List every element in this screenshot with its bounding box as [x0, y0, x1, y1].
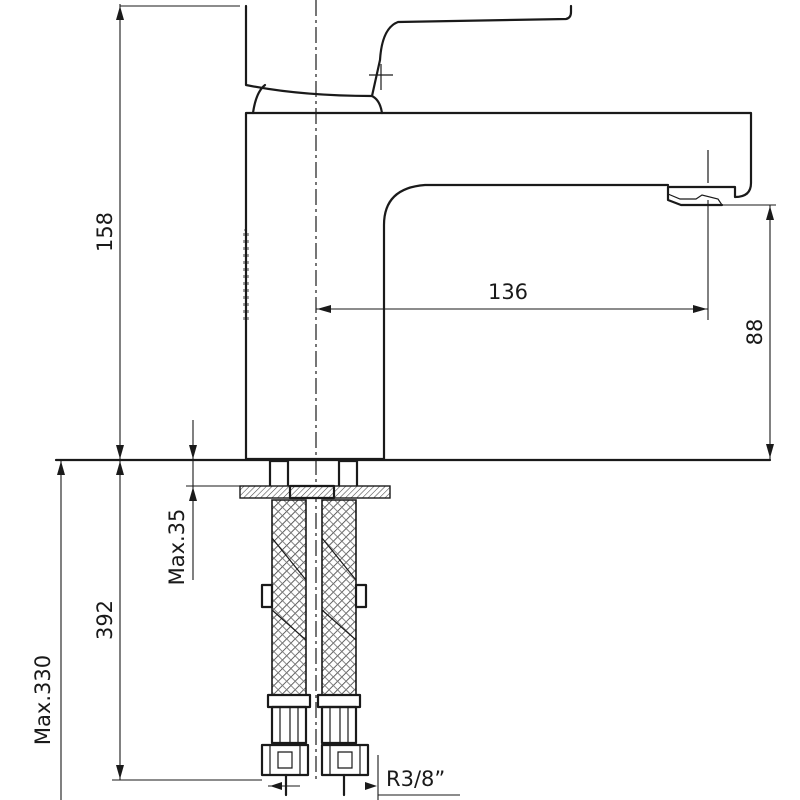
dim-label-88: 88: [743, 319, 767, 346]
dim-label-392: 392: [93, 600, 117, 640]
dimension-136: 136: [316, 200, 709, 320]
fitting-flats-right: [329, 707, 349, 743]
fitting-collar-left: [266, 693, 312, 709]
connector-thread-right: [329, 745, 361, 775]
connector-left: [260, 743, 310, 777]
dim-label-158: 158: [93, 212, 117, 252]
fitting-nut-right: [320, 705, 358, 745]
lever-base: [251, 83, 384, 115]
dim-label-max35: Max.35: [165, 509, 189, 586]
connector-right: [320, 743, 370, 777]
dim-label-136: 136: [488, 280, 528, 304]
dimension-88: 88: [722, 204, 776, 459]
hose-band-left: [271, 537, 307, 641]
hose-clamp-right: [354, 583, 368, 609]
fitting-flats-left: [279, 707, 299, 743]
dimension-thread: R3/8”: [268, 755, 460, 800]
dim-label-thread: R3/8”: [386, 767, 445, 791]
body-hidden-edge: [243, 229, 249, 321]
aerator: [667, 150, 723, 206]
dimension-392: 392: [93, 460, 262, 781]
dimension-max330: Max.330: [31, 460, 65, 800]
hose-right: [321, 499, 357, 696]
body-outline: [244, 111, 753, 461]
mount-nut: [288, 484, 336, 500]
hose-left: [271, 499, 307, 696]
fitting-collar-right: [316, 693, 362, 709]
dimension-158: 158: [93, 4, 240, 460]
connector-thread-left: [269, 745, 301, 775]
fitting-nut-left: [270, 705, 308, 745]
mounting-assembly: [239, 459, 391, 797]
dim-label-max330: Max.330: [31, 655, 55, 745]
hose-band-right: [321, 537, 357, 641]
faucet-body: [243, 4, 753, 461]
mount-plate: [239, 485, 391, 499]
dimension-max35: Max.35: [165, 420, 240, 585]
lever-handle: [244, 4, 573, 98]
hose-clamp-left: [260, 583, 274, 609]
